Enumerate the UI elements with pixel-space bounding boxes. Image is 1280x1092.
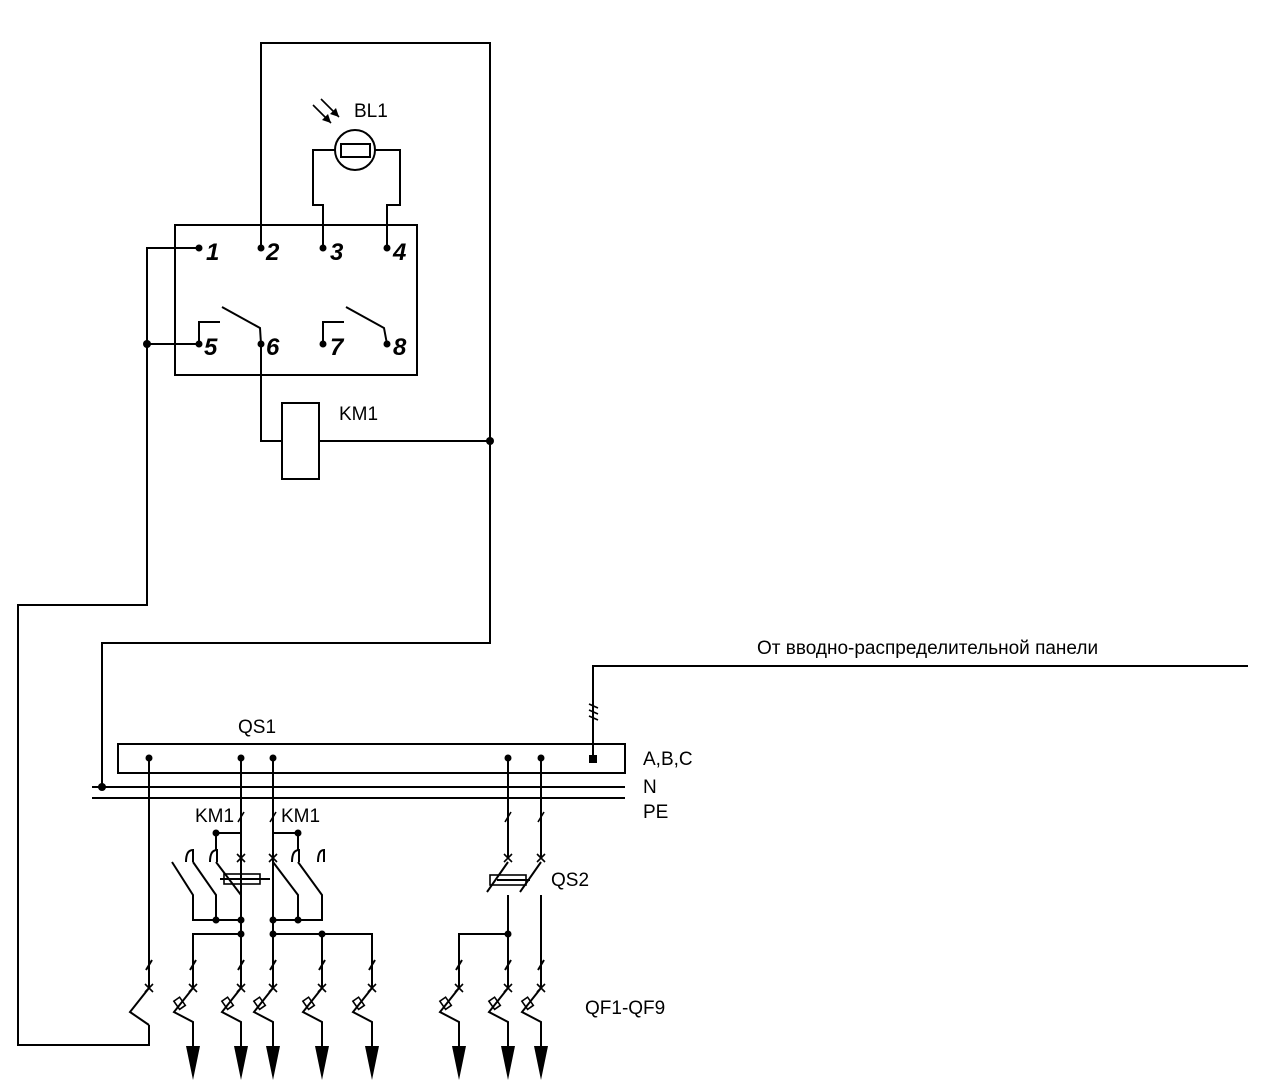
bus-n-label: N xyxy=(643,777,657,798)
wire-terminal-6-coil xyxy=(260,344,282,442)
terminal-4-label: 4 xyxy=(392,239,406,266)
photosensor-bl1 xyxy=(312,98,401,248)
terminal-8-label: 8 xyxy=(393,334,407,361)
qs2-label: QS2 xyxy=(551,870,589,891)
terminal-1-label: 1 xyxy=(206,239,219,266)
breakers-qf1-qf9 xyxy=(128,959,546,1048)
switch-qs2 xyxy=(458,853,546,960)
relay-contact-5-6 xyxy=(198,306,262,345)
km1-contact-b-label: KM1 xyxy=(281,806,320,827)
terminal-6-label: 6 xyxy=(266,334,280,361)
photo-relay-block xyxy=(174,224,418,376)
breakers-label: QF1-QF9 xyxy=(585,998,665,1019)
photosensor-label: BL1 xyxy=(354,101,388,122)
terminal-3-label: 3 xyxy=(330,239,344,266)
main-switch-qs1 xyxy=(117,743,626,774)
bus-pe-label: PE xyxy=(643,802,668,823)
wire-terminal-1 xyxy=(17,247,199,1046)
source-label: От вводно-распределительной панели xyxy=(757,638,1098,659)
relay-contact-7-8 xyxy=(322,306,388,345)
wire-terminal-2 xyxy=(101,42,491,787)
output-arrows xyxy=(186,1046,548,1080)
main-switch-label: QS1 xyxy=(238,717,276,738)
terminal-7-label: 7 xyxy=(330,334,345,361)
terminal-5-label: 5 xyxy=(204,334,218,361)
bus-phase-label: A,B,C xyxy=(643,749,693,770)
supply-line xyxy=(592,665,1248,758)
coil-label: KM1 xyxy=(339,404,378,425)
terminal-2-label: 2 xyxy=(265,239,280,266)
qs1-tap-dots xyxy=(145,754,545,762)
km1-contact-a-label: KM1 xyxy=(195,806,234,827)
relay-terminal-dots xyxy=(195,244,391,348)
km1-contact-group xyxy=(171,829,373,960)
contactor-coil-km1 xyxy=(281,402,320,480)
